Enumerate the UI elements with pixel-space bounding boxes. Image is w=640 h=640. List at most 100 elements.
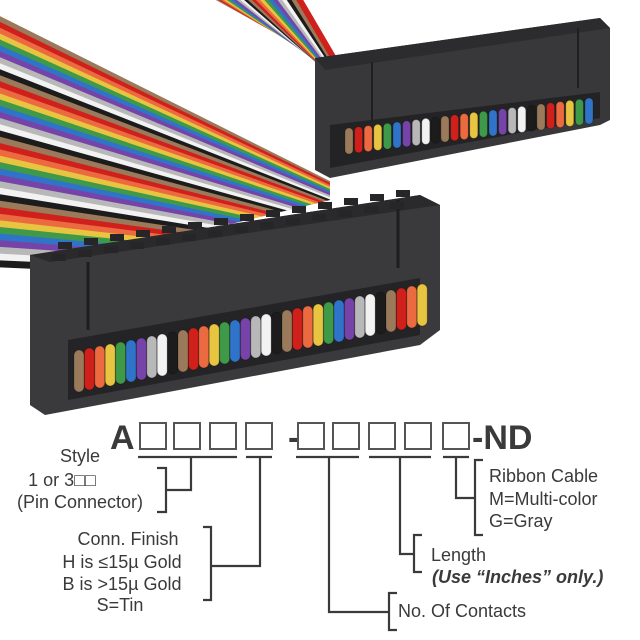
cable-line1: M=Multi-color (489, 489, 598, 509)
socket-hole (234, 226, 248, 233)
wire-end (198, 325, 210, 369)
part-number-separator: - (288, 419, 299, 457)
socket-hole (370, 194, 384, 201)
socket-hole (110, 234, 124, 241)
part-number-box (297, 422, 325, 450)
socket-hole (292, 206, 306, 213)
wire-end (440, 115, 450, 143)
wire-end (375, 291, 387, 335)
front-connector (30, 190, 440, 415)
back-connector (315, 18, 610, 178)
wire-end (146, 335, 158, 379)
ribbon-cable-illustration (0, 0, 610, 415)
wire-end (406, 285, 418, 329)
wire-end (517, 105, 527, 133)
wire-end (239, 317, 251, 361)
wire-end (469, 111, 479, 139)
front-connector-wire-ends (73, 283, 428, 393)
wire-end (364, 293, 376, 337)
back-connector-wire-ends (344, 97, 594, 155)
socket-hole (84, 238, 98, 245)
wire-end (260, 313, 272, 357)
part-number-suffix: -ND (472, 419, 532, 457)
wire-end (385, 289, 397, 333)
wire-end (312, 303, 324, 347)
socket-hole (338, 210, 352, 217)
wire-end (291, 307, 303, 351)
wire-end (421, 117, 431, 145)
socket-hole (240, 214, 254, 221)
wire-end (392, 121, 402, 149)
wire-end (574, 98, 584, 126)
wire-end (343, 297, 355, 341)
socket-hole (188, 222, 202, 229)
part-number-box (173, 422, 201, 450)
finish-line2: B is >15µ Gold (63, 574, 182, 594)
part-number-box (368, 422, 396, 450)
wire-end (281, 309, 293, 353)
wire-end (565, 99, 575, 127)
finish-line1: H is ≤15µ Gold (62, 552, 181, 572)
wire-end (135, 337, 147, 381)
socket-hole (162, 226, 176, 233)
part-number-box (404, 422, 432, 450)
wire-end (373, 123, 383, 151)
wire-end (167, 331, 179, 375)
socket-hole (260, 222, 274, 229)
socket-hole (52, 254, 66, 261)
wire-end (104, 343, 116, 387)
finish-title: Conn. Finish (77, 529, 178, 549)
socket-hole (344, 198, 358, 205)
style-line2: (Pin Connector) (17, 492, 143, 512)
socket-hole (364, 206, 378, 213)
wire-end (363, 125, 373, 153)
front-connector-socket-holes (52, 190, 410, 261)
socket-hole (214, 218, 228, 225)
wire-end (302, 305, 314, 349)
wire-end (83, 347, 95, 391)
wire-end (546, 102, 556, 130)
socket-hole (312, 214, 326, 221)
part-number-group1-boxes (139, 422, 273, 450)
socket-hole (104, 246, 118, 253)
socket-hole (286, 218, 300, 225)
wire-end (395, 287, 407, 331)
socket-hole (58, 242, 72, 249)
wire-end (323, 301, 335, 345)
socket-hole (130, 242, 144, 249)
wire-end (498, 108, 508, 136)
part-number-prefix: A (110, 419, 135, 457)
wire-end (555, 101, 565, 129)
length-title: Length (431, 545, 486, 565)
wire-end (459, 113, 469, 141)
wire-end (507, 107, 517, 135)
wire-end (344, 127, 354, 155)
wire-end (354, 295, 366, 339)
wire-end (187, 327, 199, 371)
wire-end (354, 126, 364, 154)
wire-end (94, 345, 106, 389)
wire-end (584, 97, 594, 125)
socket-hole (208, 230, 222, 237)
contacts-title: No. Of Contacts (398, 601, 526, 621)
part-number-box (332, 422, 360, 450)
wire-end (402, 120, 412, 148)
wire-end (382, 122, 392, 150)
wire-end (125, 339, 137, 383)
wire-end (115, 341, 127, 385)
wire-end (229, 319, 241, 363)
wire-end (526, 104, 536, 132)
wire-end (156, 333, 168, 377)
wire-end (250, 315, 262, 359)
wire-end (411, 119, 421, 147)
wire-end (430, 116, 440, 144)
socket-hole (156, 238, 170, 245)
wire-end (536, 103, 546, 131)
wire-end (488, 109, 498, 137)
wire-end (416, 283, 428, 327)
style-line1: 1 or 3□□ (28, 470, 96, 490)
leader-lines (157, 457, 483, 632)
socket-hole (78, 250, 92, 257)
